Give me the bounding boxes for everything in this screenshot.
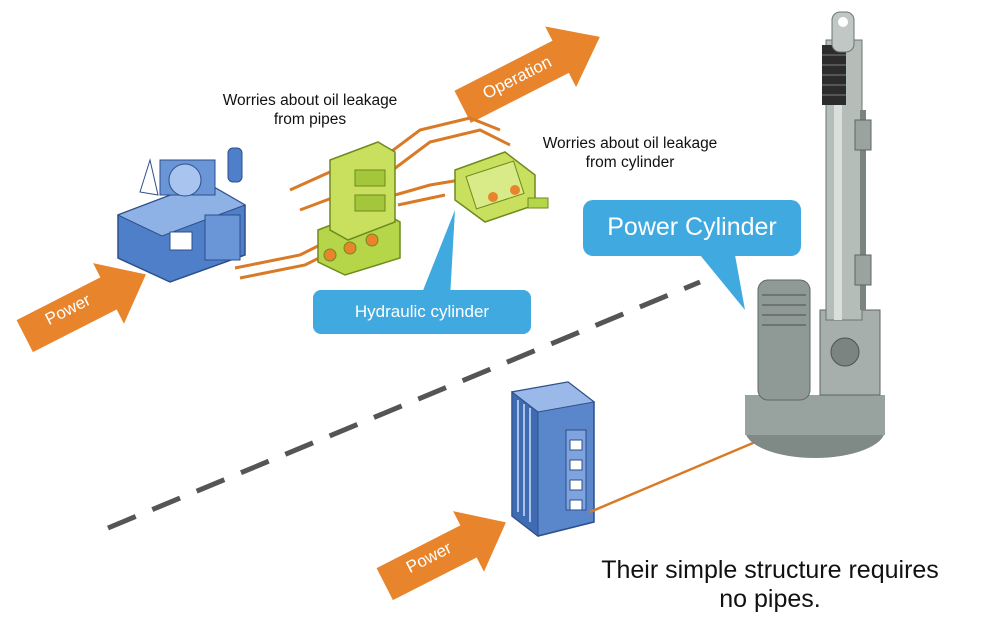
footer-line1: Their simple structure requires [601, 556, 939, 584]
power-cylinder-drawing [745, 11, 885, 458]
footer-caption: Their simple structure requires no pipes… [560, 556, 980, 614]
hydraulic-power-unit [116, 147, 247, 283]
oil-leak-pipes-line1: Worries about oil leakage [222, 92, 398, 109]
operation-arrow [454, 26, 600, 123]
divider-dashed-line [107, 279, 701, 531]
hydraulic-cylinder-drawing [454, 151, 549, 223]
power-arrow-top [16, 263, 146, 353]
oil-leak-cylinder-line1: Worries about oil leakage [542, 135, 718, 152]
hydraulic-cylinder-bubble [313, 210, 531, 334]
hydraulic-cylinder-label: Hydraulic cylinder [354, 302, 490, 321]
power-arrow-bottom [376, 511, 506, 601]
footer-line2: no pipes. [719, 584, 821, 613]
oil-leak-pipes-note: Worries about oil leakage from pipes [180, 92, 440, 129]
power-cylinder-bubble [583, 200, 801, 310]
oil-leak-cylinder-note: Worries about oil leakage from cylinder [500, 135, 760, 172]
controller-unit [510, 381, 596, 538]
oil-leak-pipes-line2: from pipes [273, 110, 347, 128]
oil-leak-cylinder-line2: from cylinder [585, 153, 675, 171]
power-cylinder-label: Power Cylinder [607, 213, 777, 241]
valve-block [317, 141, 401, 276]
